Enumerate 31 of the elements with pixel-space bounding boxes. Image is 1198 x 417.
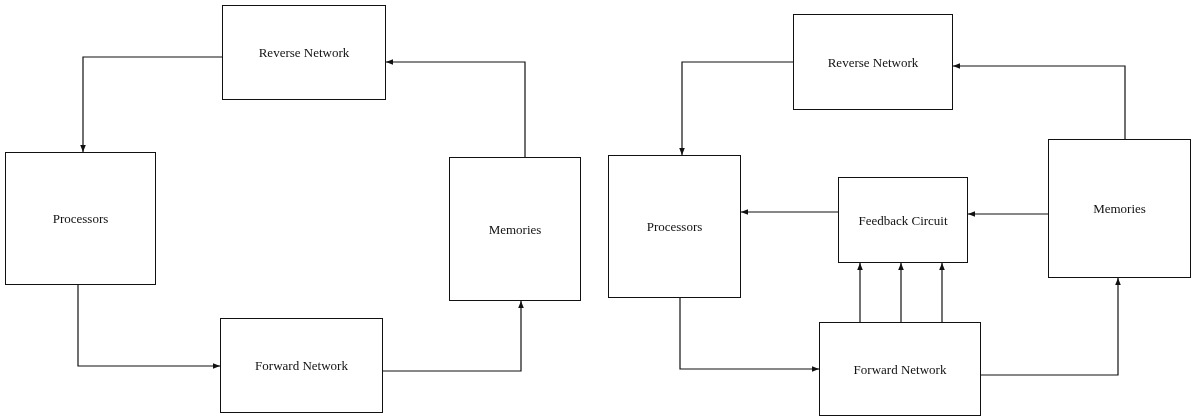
block-box (1048, 139, 1191, 278)
block-label: Forward Network (852, 360, 948, 379)
arrow (740, 209, 839, 215)
arrow (967, 211, 1049, 217)
block-label: Memories (1092, 200, 1147, 218)
arrow (898, 262, 904, 323)
block-label: Reverse Network (257, 44, 351, 62)
arrow (382, 300, 524, 372)
block-label: Forward Network (254, 357, 349, 375)
arrow (385, 59, 526, 158)
arrow (939, 262, 945, 323)
arrow (952, 63, 1126, 140)
block-box (838, 177, 968, 263)
block-label: Feedback Circuit (857, 211, 949, 230)
arrow (679, 297, 820, 372)
block-label: Memories (487, 220, 543, 239)
arrow (980, 277, 1121, 376)
block-label: Processors (645, 218, 704, 236)
arrow (80, 56, 223, 153)
block-box (5, 152, 156, 285)
block-box (608, 155, 741, 298)
block-box (220, 318, 383, 413)
arrow (77, 284, 221, 369)
block-box (222, 5, 386, 100)
block-box (449, 157, 581, 301)
arrow (857, 262, 863, 323)
block-label: Reverse Network (826, 53, 920, 72)
block-box (793, 14, 953, 110)
block-box (819, 322, 981, 416)
block-label: Processors (51, 210, 110, 228)
arrow (679, 61, 794, 156)
